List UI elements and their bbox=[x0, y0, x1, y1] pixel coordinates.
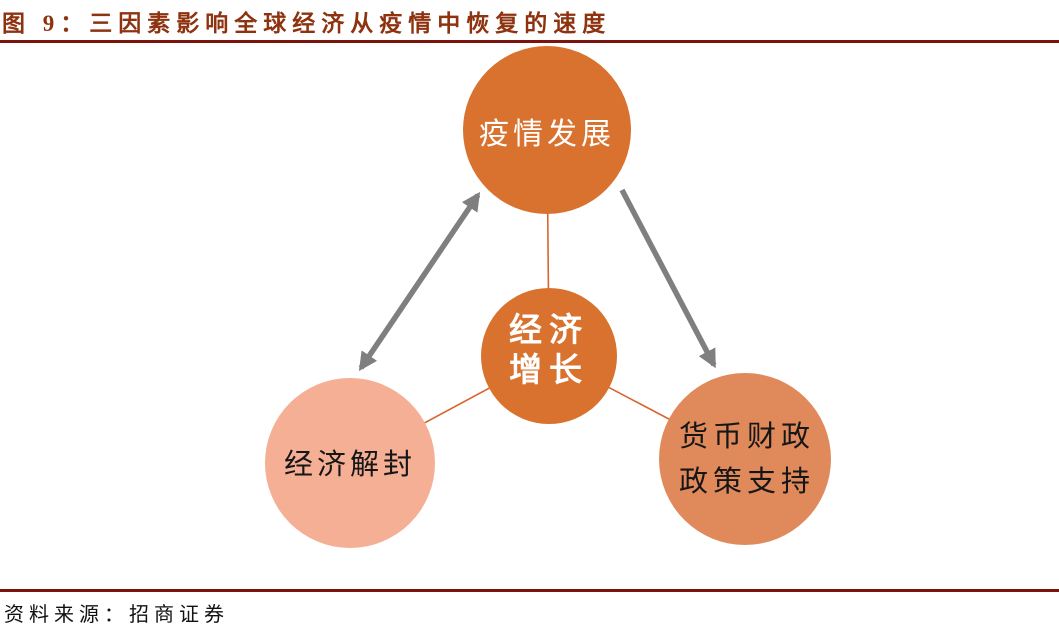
node-pandemic-label: 疫情发展 bbox=[479, 109, 615, 153]
node-policy-label-line2: 政策支持 bbox=[678, 466, 816, 498]
node-reopening-label-line: 经济解封 bbox=[283, 449, 417, 481]
source-note: 资料来源：招商证券 bbox=[4, 604, 229, 626]
node-growth-label: 经济 增长 bbox=[509, 311, 589, 391]
node-policy-label-line1: 货币财政 bbox=[678, 421, 816, 453]
arrow-layer bbox=[358, 188, 717, 372]
figure-title: 图 9：三因素影响全球经济从疫情中恢复的速度 bbox=[2, 11, 612, 36]
hub-spokes bbox=[349, 129, 746, 464]
spoke-growth-policy bbox=[548, 355, 746, 460]
node-growth-label-line1: 经济 bbox=[509, 313, 589, 349]
source-divider bbox=[0, 589, 1059, 592]
arrow-pandemic-policy bbox=[619, 188, 717, 369]
spoke-growth-reopening bbox=[349, 355, 550, 464]
node-policy-label: 货币财政 政策支持 bbox=[679, 415, 815, 505]
title-divider bbox=[0, 40, 1059, 43]
node-reopening-label: 经济解封 bbox=[284, 441, 416, 483]
node-policy-circle bbox=[659, 373, 831, 545]
node-reopening-circle bbox=[265, 378, 435, 548]
arrow-pandemic-reopening bbox=[358, 191, 481, 372]
node-pandemic-label-line: 疫情发展 bbox=[479, 118, 615, 151]
node-pandemic-circle bbox=[463, 46, 631, 214]
spoke-growth-pandemic bbox=[546, 129, 550, 357]
node-growth-circle bbox=[481, 288, 617, 424]
node-growth-label-line2: 增长 bbox=[509, 353, 589, 389]
